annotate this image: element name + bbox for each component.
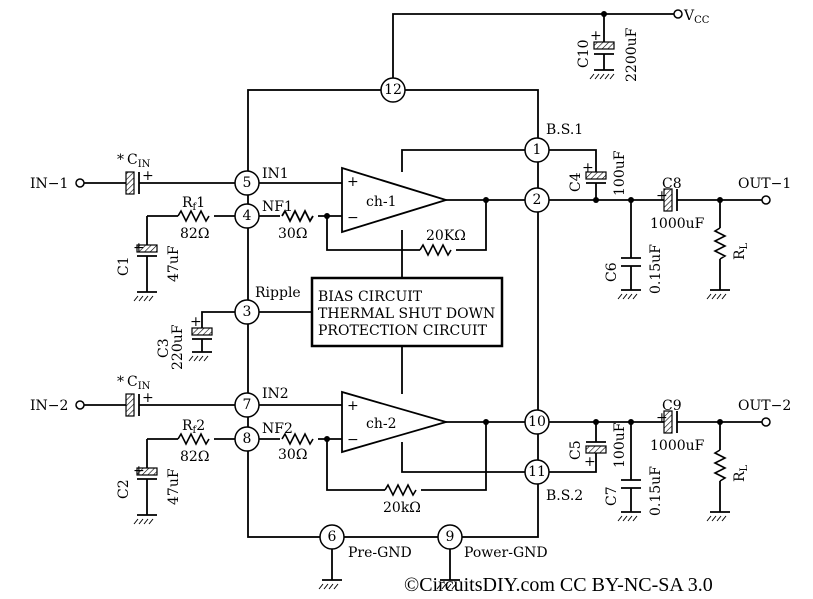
rf1-label: Rf1 [182,195,205,213]
out1-terminal: OUT−1 [738,176,791,192]
c1-value: 47uF [166,245,182,282]
cin2-plus: + [142,390,154,406]
c8-value: 1000uF [650,216,705,232]
c8-label: C8 [662,176,682,192]
amp-ch1-minus: − [347,210,359,226]
svg-text:7: 7 [243,397,252,413]
c2-label: C2 [116,479,132,499]
amp-ch2-label: ch-2 [366,416,397,432]
supply-network [392,9,683,80]
pin-12: 12 [380,77,406,103]
rl1-label: RL [732,242,750,260]
c5-plus: + [584,454,596,470]
c9-value: 1000uF [650,438,705,454]
c10-plus: + [590,28,602,44]
svg-text:10: 10 [528,414,546,430]
in1-terminal: IN−1 [30,176,68,192]
r20k-2-value: 20kΩ [383,500,421,516]
bias-line-1: BIAS CIRCUIT [318,289,423,305]
svg-text:5: 5 [243,175,252,191]
pin-2: 2 [524,187,550,213]
pin-7: 7 [234,392,260,418]
pregnd-label: Pre-GND [348,545,412,561]
c9-plus: + [656,410,668,426]
nf1-pin-label: NF1 [262,199,293,215]
rl2-label: RL [732,464,750,482]
c5-value: 100uF [612,422,628,468]
svg-text:6: 6 [328,529,337,545]
svg-text:11: 11 [528,464,546,480]
pin-1: 1 [524,137,550,163]
c1-plus: + [133,240,145,256]
ripple-pin-label: Ripple [255,285,301,301]
c4-value: 100uF [612,150,628,196]
powergnd-label: Power-GND [464,545,548,561]
bs1-label: B.S.1 [546,122,583,138]
c6-label: C6 [604,262,620,282]
amp-ch2-plus: + [347,398,359,414]
svg-text:4: 4 [243,208,252,224]
in2-terminal: IN−2 [30,398,68,414]
pin-4: 4 [234,203,260,229]
amp-ch2 [341,390,450,454]
bias-line-3: PROTECTION CIRCUIT [318,323,488,339]
cin1-plus: + [142,168,154,184]
c3-plus: + [190,314,202,330]
c2-plus: + [133,463,145,479]
bs2-label: B.S.2 [546,488,583,504]
vcc-label: VCC [683,8,710,26]
in2-pin-label: IN2 [262,386,289,402]
pin-6: 6 [319,524,345,550]
svg-text:12: 12 [384,82,402,98]
amp-ch2-minus: − [347,432,359,448]
rf2-label: Rf2 [182,418,205,436]
r30-1-value: 30Ω [278,226,307,242]
cin1-label: *CIN [117,152,151,170]
svg-text:3: 3 [243,304,252,320]
svg-text:2: 2 [533,192,542,208]
c8-plus: + [656,188,668,204]
c7-label: C7 [604,486,620,506]
bias-block [310,276,504,348]
out2-terminal: OUT−2 [738,398,791,414]
amp-ch1-plus: + [347,174,359,190]
rf2-value: 82Ω [180,449,209,465]
c10-label: C10 [576,39,592,68]
svg-text:9: 9 [446,529,455,545]
rf1-value: 82Ω [180,226,209,242]
copyright-footer: ©CircuitsDIY.com CC BY-NC-SA 3.0 [404,574,713,596]
c4-label: C4 [568,172,584,192]
c4-plus: + [582,160,594,176]
r30-2-value: 30Ω [278,447,307,463]
bias-line-2: THERMAL SHUT DOWN [318,306,495,322]
in1-pin-label: IN1 [262,166,289,182]
c1-label: C1 [116,256,132,276]
pin-9: 9 [437,524,463,550]
svg-text:8: 8 [243,431,252,447]
svg-text:1: 1 [533,142,542,158]
c3-value: 220uF [170,324,186,370]
c9-label: C9 [662,398,682,414]
nf2-pin-label: NF2 [262,421,293,437]
r20k-1-value: 20KΩ [426,228,466,244]
c2-value: 47uF [166,468,182,505]
c7-value: 0.15uF [648,466,664,516]
pin-3: 3 [234,299,260,325]
amp-ch1 [341,166,450,234]
c3-label: C3 [156,338,172,358]
pin-11: 11 [524,459,550,485]
pin-8: 8 [234,426,260,452]
amp-ch1-label: ch-1 [366,194,397,210]
c5-label: C5 [568,440,584,460]
pin-10: 10 [524,409,550,435]
c10-value: 2200uF [624,27,640,82]
c6-value: 0.15uF [648,244,664,294]
pin-5: 5 [234,170,260,196]
cin2-label: *CIN [117,374,151,392]
